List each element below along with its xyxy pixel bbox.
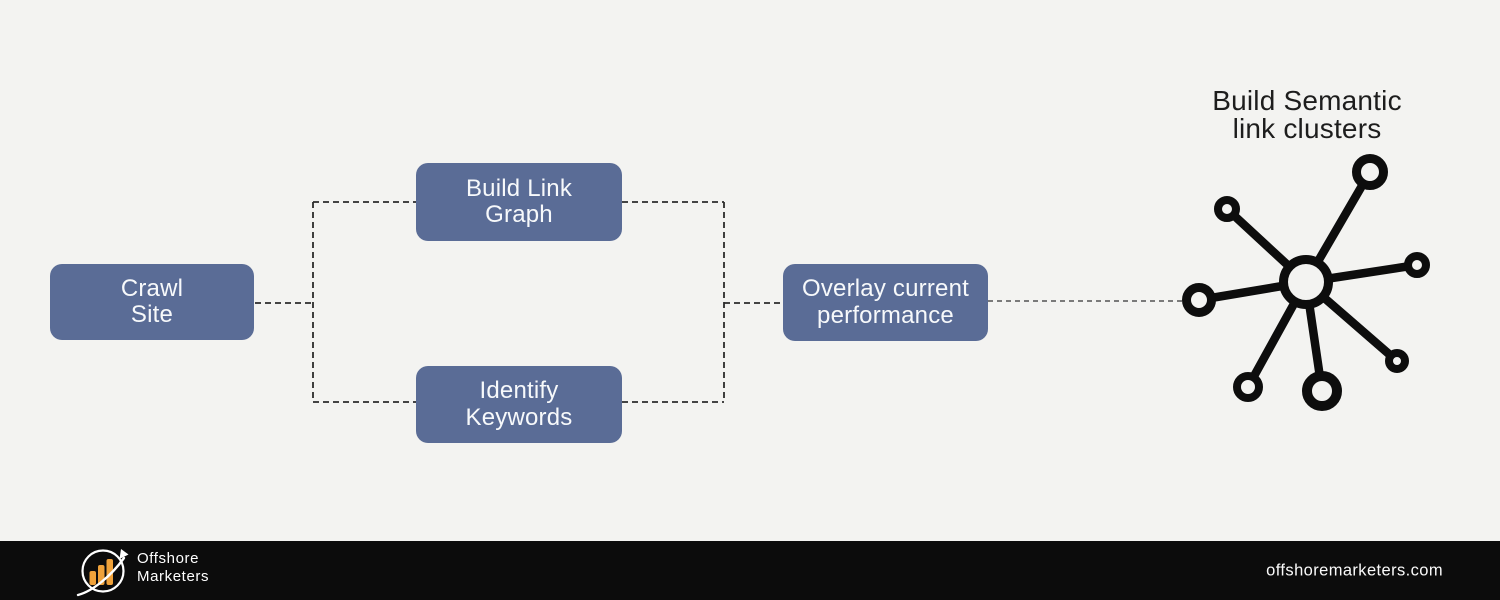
flow-box-build-link-graph: Build Link Graph <box>416 163 622 241</box>
flow-box-label-line: performance <box>817 301 954 329</box>
footer-brand-line2: Marketers <box>137 568 210 585</box>
network-hub-center <box>1279 255 1333 309</box>
network-node <box>1302 371 1342 411</box>
network-nodes <box>1182 154 1430 411</box>
flow-box-label-line: Crawl <box>120 274 184 302</box>
footer-brand-line1: Offshore <box>137 550 200 567</box>
logo-swoosh-arrow <box>76 549 129 597</box>
logo-circle <box>81 549 125 593</box>
network-node <box>1233 372 1263 402</box>
network-node <box>1404 252 1430 278</box>
bar-chart-swoosh-logo <box>76 549 129 597</box>
flow-box-label-line: Build Link <box>465 174 573 202</box>
flow-box-overlay-performance: Overlay current performance <box>783 264 988 341</box>
flow-box-label-line: Keywords <box>465 403 573 431</box>
flow-box-label-line: Site <box>130 301 174 328</box>
flow-box-label-line: Overlay current <box>801 275 970 302</box>
network-node <box>1352 154 1388 190</box>
flow-box-label-line: Identify <box>479 377 559 404</box>
footer-brand-text: Offshore Marketers <box>137 550 209 586</box>
footer-bar: Offshore Marketers offshoremarketers.com <box>0 541 1500 600</box>
flow-box-identify-keywords: Identify Keywords <box>416 366 622 443</box>
flow-box-label-line: Graph <box>485 201 553 228</box>
cluster-title-line2: link clusters <box>1232 113 1382 144</box>
flow-box-crawl-site: Crawl Site <box>50 264 254 340</box>
network-node <box>1182 283 1216 317</box>
network-node <box>1385 349 1409 373</box>
cluster-title: Build Semantic link clusters <box>1146 87 1468 143</box>
network-hub-icon <box>1182 154 1430 411</box>
cluster-title-line1: Build Semantic <box>1212 85 1402 116</box>
footer-website-text: offshoremarketers.com <box>1266 561 1443 579</box>
network-node <box>1214 196 1240 222</box>
